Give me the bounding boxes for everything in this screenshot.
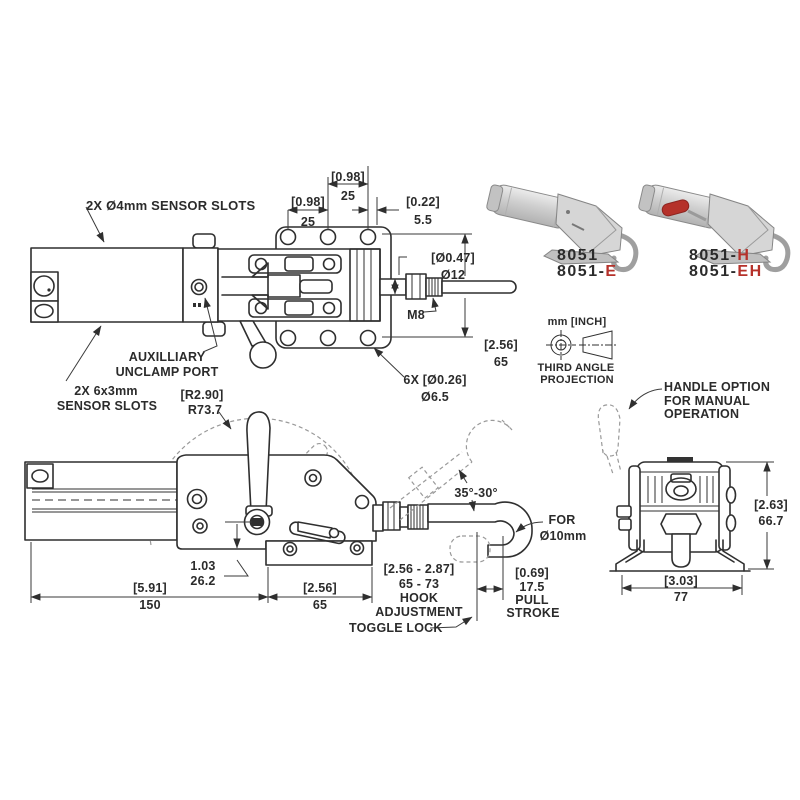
- projection-units: mm [INCH]: [548, 316, 607, 328]
- model-suffix-red: EH: [737, 263, 762, 280]
- dim-body-in: [2.56]: [303, 581, 337, 595]
- leader-m8: [423, 297, 439, 313]
- unclamp-knob-top: [249, 341, 277, 369]
- dim-width-mm: 77: [674, 590, 688, 604]
- leader-hook-for: [515, 521, 544, 533]
- phantom-hook-retracted: [449, 535, 491, 563]
- sensor-slots-side-label-2: SENSOR SLOTS: [57, 399, 157, 413]
- leader-6x-holes: [373, 347, 405, 378]
- product-hook: [611, 231, 639, 272]
- dim-rod-dia-in: [Ø0.47]: [431, 251, 475, 265]
- dim-rod-dia-mm: Ø12: [441, 268, 465, 282]
- leader-angle-up: [458, 469, 468, 484]
- toggle-lock-label: TOGGLE LOCK: [349, 621, 443, 635]
- aux-port-label-2: UNCLAMP PORT: [116, 365, 219, 379]
- hook-for-label-2: Ø10mm: [540, 529, 587, 543]
- top-view: 2X Ø4mm SENSOR SLOTS [0.98] 25 [0.98] 25…: [30, 166, 518, 413]
- dim-thread: M8: [407, 308, 425, 322]
- sensor-slots-top-label: 2X Ø4mm SENSOR SLOTS: [86, 198, 256, 213]
- dim-pivot-mm: 26.2: [190, 574, 215, 588]
- aux-unclamp-port: [190, 278, 208, 296]
- dim-stroke-mm: 17.5: [519, 580, 544, 594]
- dim-edge-in: [0.22]: [406, 195, 440, 209]
- top-view-dimensions: [65, 166, 473, 382]
- leader-sensor-slots-top: [85, 206, 105, 243]
- model-label-8051: 8051: [557, 247, 599, 264]
- dim-width-in: [3.03]: [664, 574, 698, 588]
- j-hook: [427, 501, 533, 558]
- rod-thread: [425, 277, 443, 297]
- leader-aux-port: [202, 297, 218, 353]
- sensor-slots-side-label-1: 2X 6x3mm: [74, 384, 137, 398]
- clamp-body-side: [176, 454, 377, 550]
- product-photo-8051: [486, 184, 639, 272]
- dim-hook-range-in: [2.56 - 2.87]: [384, 562, 455, 576]
- model-label-8051-eh: 8051-EH: [689, 263, 763, 280]
- product-hook: [763, 231, 791, 272]
- leader-handle-option: [628, 388, 663, 410]
- dim-length-in: [5.91]: [133, 581, 167, 595]
- dim-hook-range-mm: 65 - 73: [399, 577, 439, 591]
- dim-body-mm: 65: [313, 598, 327, 612]
- hook-rod-front: [671, 533, 691, 568]
- hook-adjustment-label-1: HOOK: [400, 591, 438, 605]
- third-angle-projection-symbol: mm [INCH] THIRD ANGLE PROJECTION: [538, 316, 616, 386]
- leader-radius: [218, 411, 232, 430]
- dim-pivot-in: 1.03: [190, 559, 215, 573]
- dim-hole-span-mm: 65: [494, 355, 508, 369]
- dim-angle: 35°-30°: [454, 486, 497, 500]
- dim-pitch-right-in: [0.98]: [331, 170, 365, 184]
- dim-height-in: [2.63]: [754, 498, 788, 512]
- projection-cone-icon: [582, 330, 613, 360]
- hook-adjustment-label-2: ADJUSTMENT: [375, 605, 463, 619]
- model-prefix: 8051-: [689, 247, 737, 264]
- front-view-dimensions: [621, 388, 774, 595]
- projection-label-1: THIRD ANGLE: [538, 362, 615, 374]
- dim-radius-mm: R73.7: [188, 403, 222, 417]
- mount-foot-side: [265, 540, 373, 566]
- model-label-8051-e: 8051-E: [557, 263, 618, 280]
- dim-pitch-left-in: [0.98]: [291, 195, 325, 209]
- product-photo-8051-h: [638, 184, 791, 272]
- side-view-dimensions: [30, 411, 544, 629]
- dim-stroke-in: [0.69]: [515, 566, 549, 580]
- pull-stroke-label-1: PULL: [515, 593, 549, 607]
- leader-angle-down: [468, 499, 476, 512]
- dim-hole-span-in: [2.56]: [484, 338, 518, 352]
- leader-toggle-lock: [429, 616, 473, 629]
- leader-sensor-slots-side: [65, 325, 102, 382]
- manual-handle-option: [597, 404, 622, 475]
- red-handle-knob: [661, 199, 690, 217]
- aux-port-label-1: AUXILLIARY: [129, 350, 206, 364]
- dim-pitch-right-mm: 25: [341, 189, 355, 203]
- model-prefix: 8051-: [689, 263, 737, 280]
- dim-pitch-left-mm: 25: [301, 215, 315, 229]
- product-base: [695, 249, 772, 265]
- projection-label-2: PROJECTION: [540, 374, 614, 386]
- dim-holes-count: 6X [Ø0.26]: [403, 373, 466, 387]
- product-base: [543, 249, 620, 265]
- handle-option-label-3: OPERATION: [664, 407, 739, 421]
- side-view: [R2.90] R73.7 1.03 26.2 [5.91] 150 [2.56…: [24, 388, 587, 635]
- rod-shoulder: [379, 278, 407, 296]
- pull-rod: [441, 280, 517, 294]
- dim-length-mm: 150: [139, 598, 160, 612]
- handle-side: [246, 411, 271, 513]
- handle-option-label-1: HANDLE OPTION: [664, 380, 770, 394]
- front-view: HANDLE OPTION FOR MANUAL OPERATION [2.63…: [597, 380, 788, 604]
- dim-radius-in: [R2.90]: [180, 388, 223, 402]
- dim-holes-mm: Ø6.5: [421, 390, 449, 404]
- model-suffix-red: H: [737, 247, 750, 264]
- model-label-8051-h: 8051-H: [689, 247, 750, 264]
- model-prefix: 8051-: [557, 263, 605, 280]
- bracket-plate-top: [182, 247, 219, 323]
- dim-edge-mm: 5.5: [414, 213, 432, 227]
- hook-for-label-1: FOR: [549, 513, 576, 527]
- dim-height-mm: 66.7: [758, 514, 783, 528]
- hook-nut-front: [660, 513, 702, 535]
- handle-option-label-2: FOR MANUAL: [664, 394, 750, 408]
- model-suffix-red: E: [605, 263, 617, 280]
- pull-stroke-label-2: STROKE: [506, 606, 559, 620]
